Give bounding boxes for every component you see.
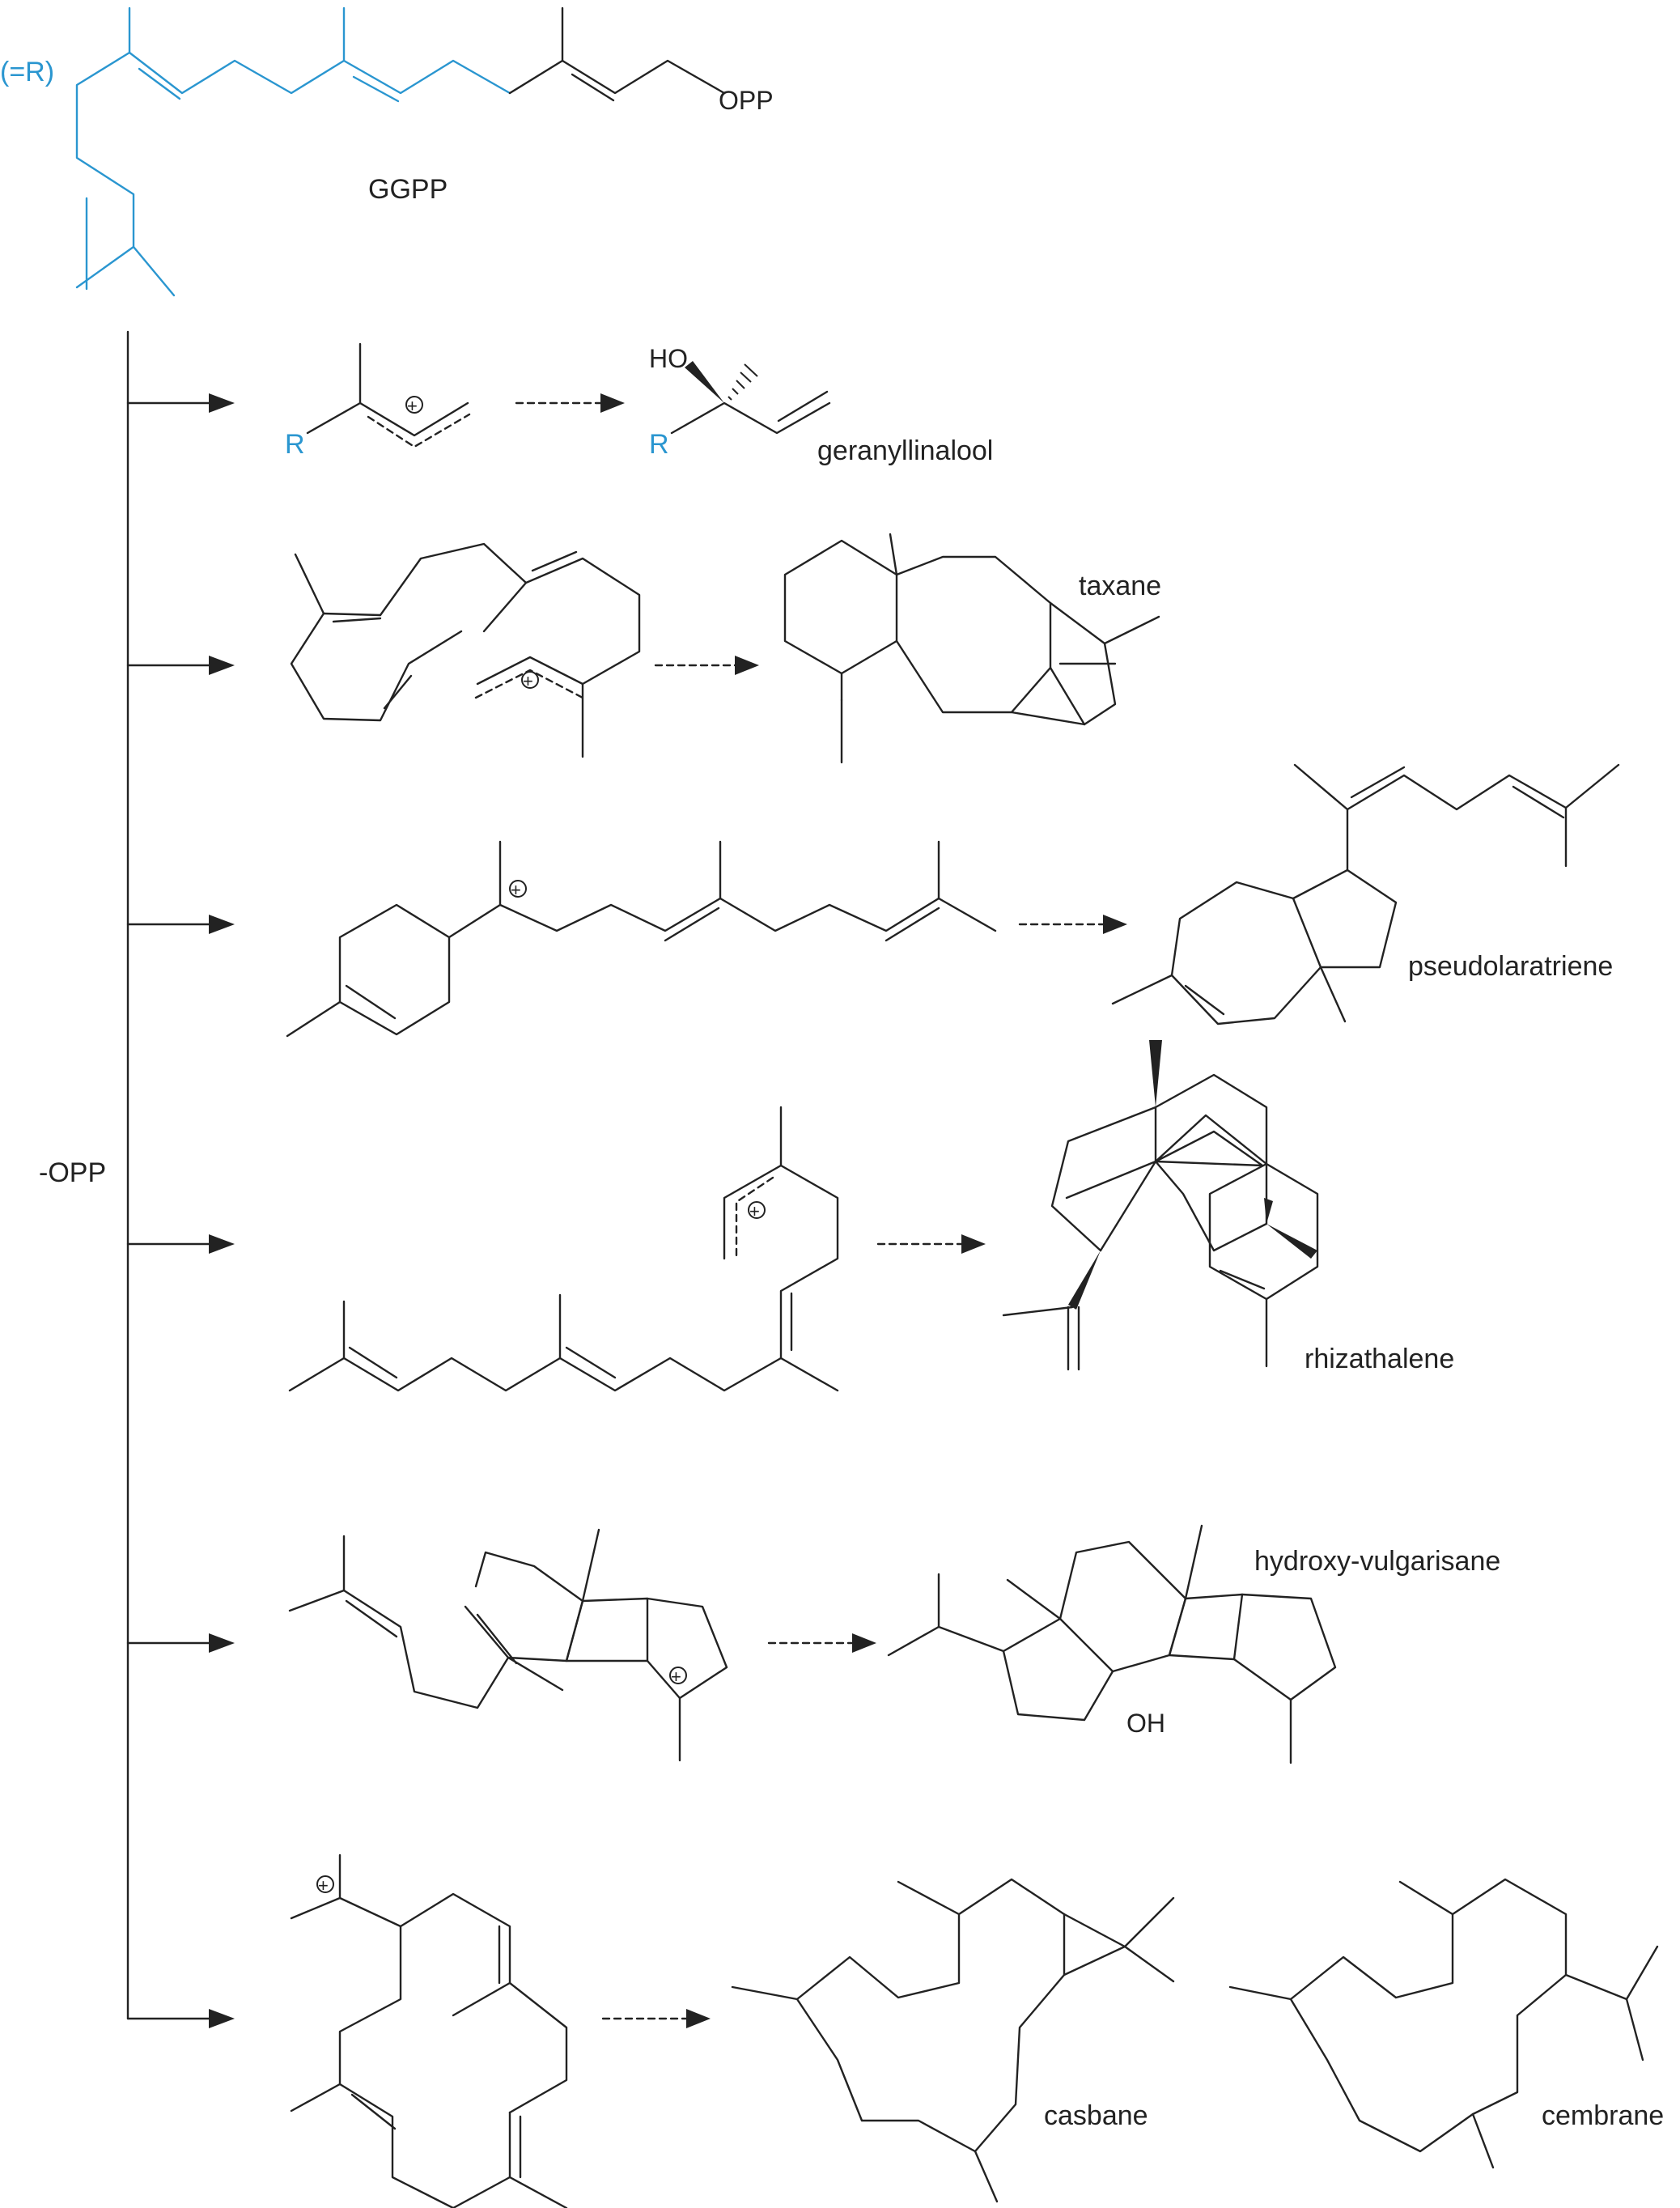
hashed-bond [728,363,758,401]
product-name-rhizathalene: rhizathalene [1305,1344,1454,1374]
ggpp-label: GGPP [368,174,448,205]
oh-label: OH [1126,1709,1165,1738]
branch-arrow-4 [126,1234,235,1254]
cation-plus-4: + [749,1201,760,1221]
product-name-taxane: taxane [1079,571,1161,601]
product-name-casbane: casbane [1044,2100,1148,2131]
branch-arrows: -OPP [39,330,235,2028]
row5-product-hydroxy-vulgarisane: OH hydroxy-vulgarisane [887,1524,1500,1764]
row3-product-pseudolaratriene: pseudolaratriene [1111,763,1620,1025]
r-label-1: R [285,429,305,460]
dashed-arrow-5 [767,1633,876,1653]
dashed-arrow-2 [654,656,759,675]
row3-intermediate: + [286,840,997,1038]
row6-product-casbane: casbane [731,1878,1175,2203]
product-name-geranyllinalool: geranyllinalool [817,435,993,466]
branch-arrow-6 [126,2009,235,2028]
product-name-hydroxy-vulgarisane: hydroxy-vulgarisane [1254,1546,1500,1577]
r-definition-label: (=R) [0,57,54,87]
dashed-arrows [515,393,1127,2028]
cation-plus-2: + [523,671,533,691]
row6-intermediate: + [290,1853,568,2208]
product-name-cembrane: cembrane [1542,2100,1664,2131]
cation-plus-3: + [511,880,521,900]
row5-intermediate: + [288,1528,728,1762]
row4-product-rhizathalene: rhizathalene [1002,1040,1454,1374]
cation-plus-5: + [671,1667,681,1687]
dashed-arrow-3 [1018,915,1127,934]
r-label-2: R [649,429,669,460]
row1-product: HO R geranyllinalool [649,344,993,466]
ggpp-structure: (=R) OPP GGPP [0,6,774,297]
product-name-pseudolaratriene: pseudolaratriene [1408,951,1613,982]
cation-plus-6: + [318,1875,329,1896]
opp-label: OPP [719,86,774,115]
ggpp-mid-chain [128,6,346,95]
branch-arrow-2 [126,656,235,675]
dashed-arrow-1 [515,393,625,413]
dashed-arrow-6 [601,2009,711,2028]
row1-intermediate: + R [285,342,471,460]
branch-arrow-1 [126,393,235,413]
branch-arrow-5 [126,1633,235,1653]
cation-plus-1: + [407,396,418,416]
row4-intermediate: + [288,1106,839,1392]
branch-arrow-3 [126,915,235,934]
row6-product-cembrane: cembrane [1228,1878,1664,2169]
ho-label: HO [649,344,688,373]
row2-product-taxane: taxane [783,533,1161,764]
ggpp-tail-chain [75,6,135,289]
row2-intermediate: + [290,542,641,758]
minus-opp-label: -OPP [39,1157,106,1188]
dashed-arrow-4 [876,1234,986,1254]
